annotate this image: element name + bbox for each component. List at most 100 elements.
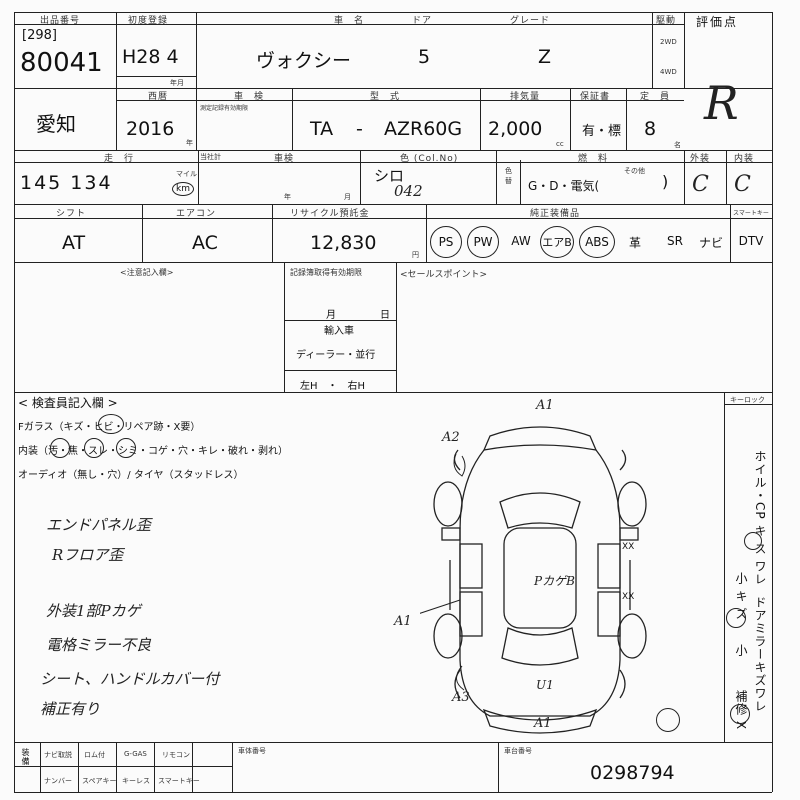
- drive-label: 駆動: [656, 16, 677, 26]
- warranty-value: 有・標: [582, 124, 622, 139]
- cap-value: 8: [644, 118, 657, 140]
- shift-label: シフト: [56, 209, 87, 219]
- equip-pw: PW: [467, 226, 499, 258]
- diag-bottom-left-mark: A3: [452, 690, 470, 705]
- name-label: 車 名: [334, 16, 365, 26]
- inspector-title: < 検査員記入欄 >: [18, 396, 118, 410]
- spare-wheel-icon: [656, 708, 680, 732]
- right-col-label: キーロック: [730, 396, 765, 404]
- diag-x-marks-2: XX: [622, 592, 635, 602]
- door-value: 5: [418, 46, 431, 68]
- footer-r1-c2: ロム付: [84, 751, 105, 759]
- recycle-value: 12,830: [310, 232, 377, 254]
- equip-dtv: DTV: [738, 234, 764, 248]
- hand-note-6: 補正有り: [40, 700, 101, 718]
- equip-navi: ナビ: [698, 236, 723, 250]
- footer-r2-c3: キーレス: [122, 777, 150, 785]
- model-value: AZR60G: [384, 118, 463, 140]
- lot-number: 80041: [20, 48, 103, 78]
- model-dash: -: [356, 118, 363, 140]
- equip-abs: ABS: [579, 226, 615, 258]
- record-day: 日: [380, 310, 390, 321]
- footer-side-label: 装備: [21, 748, 30, 766]
- shift-value: AT: [62, 232, 86, 254]
- diag-bottom-mark-2: A1: [534, 716, 552, 731]
- footer-car-label: 車体番号: [238, 747, 266, 755]
- lot-label: 出品番号: [40, 16, 81, 26]
- grade-value: Z: [538, 46, 552, 68]
- model-label: 型 式: [370, 92, 401, 102]
- equip-leather: 革: [628, 236, 641, 250]
- circle-mark-3: [84, 438, 104, 458]
- recycle-unit: 円: [412, 251, 419, 259]
- int-value: C: [734, 172, 751, 197]
- circle-mark-2: [50, 438, 70, 458]
- region: 愛知: [36, 112, 76, 136]
- cc-label: 排気量: [510, 92, 541, 102]
- shaken-sub: 測定記録有効期限: [200, 105, 249, 112]
- hand-note-4: 電格ミラー不良: [46, 636, 152, 654]
- diag-left-mark: A1: [394, 614, 412, 629]
- notes-label: <注意記入欄>: [120, 268, 174, 277]
- mileage-label: 走 行: [104, 154, 135, 164]
- car-diagram: [420, 426, 647, 734]
- cap-label: 定 員: [640, 92, 671, 102]
- cc-unit: cc: [556, 140, 564, 148]
- warranty-label: 保証書: [580, 92, 611, 102]
- import-label: 輸入車: [324, 326, 354, 337]
- color-value: シロ: [374, 167, 405, 185]
- mile-unit: マイル: [176, 170, 197, 178]
- footer-r1-c1: ナビ取説: [44, 751, 72, 759]
- equip-sr: SR: [667, 234, 683, 248]
- equip-label: 純正装備品: [530, 209, 581, 219]
- equip-airbag: エアB: [540, 226, 574, 258]
- footer-r2-c1: ナンバー: [44, 777, 72, 785]
- fuel-label: 燃 料: [578, 154, 609, 164]
- name-value: ヴォクシー: [256, 50, 352, 72]
- diag-front-mark: A2: [442, 430, 460, 445]
- circle-mark-1: [98, 414, 124, 434]
- recycle-label: リサイクル預託金: [290, 209, 370, 219]
- right-vertical-3: ドアミラーキズワレ: [753, 596, 767, 713]
- year-value: 2016: [126, 118, 175, 140]
- circle-mark-5: [744, 532, 762, 550]
- right-vertical-4: 小: [734, 644, 748, 657]
- ext-value: C: [692, 172, 709, 197]
- inspector-line3: オーディオ（無し・穴）/ タイヤ（スタッドレス）: [18, 470, 244, 481]
- int-label: 内装: [734, 154, 755, 164]
- footer-r2-c4: スマートキー: [158, 777, 200, 785]
- fuel-close: ): [662, 172, 669, 191]
- reg-value: H28 4: [122, 46, 179, 68]
- import-value: ディーラー・並行: [296, 350, 376, 361]
- diag-center-mark: PカゲB: [534, 574, 575, 588]
- footer-r1-c4: リモコン: [162, 751, 190, 759]
- shaken-year: 年: [284, 193, 291, 201]
- color-no: 042: [394, 182, 423, 200]
- km-unit: km: [172, 182, 194, 196]
- sales-label: <セールスポイント>: [400, 270, 488, 280]
- hand-note-3: 外装1部Pカゲ: [46, 602, 141, 620]
- equip-aw: AW: [511, 234, 531, 248]
- diag-x-marks: XX: [622, 542, 635, 552]
- door-label: ドア: [412, 16, 433, 26]
- inspector-line2: 内装（汚・焦・スレ・シミ・コゲ・穴・キレ・破れ・剥れ）: [18, 446, 288, 457]
- handle-value: 左H ・ 右H: [300, 381, 366, 392]
- circle-mark-6: [726, 608, 746, 628]
- hand-note-5: シート、ハンドルカバー付: [40, 670, 220, 688]
- ac-label: エアコン: [176, 209, 217, 219]
- right-vertical-1: ホイル・CP キ ス ワレ: [753, 450, 767, 587]
- record-label: 記録簿取得有効期限: [290, 268, 362, 277]
- mileage-note: 当社計: [200, 153, 221, 161]
- fuel-other: その他: [624, 167, 645, 175]
- mileage-value: 145 134: [20, 172, 113, 194]
- footer-r2-c2: スペアキー: [82, 777, 117, 785]
- circle-mark-4: [116, 438, 136, 458]
- equip-ps: PS: [430, 226, 462, 258]
- drive-4wd: 4WD: [660, 68, 677, 76]
- color-label: 色 (Col.No): [400, 154, 459, 164]
- drive-2wd: 2WD: [660, 38, 677, 46]
- score-value: R: [704, 76, 739, 130]
- lot-bracket: [298]: [22, 28, 57, 43]
- reg-month-label: 年月: [170, 79, 184, 87]
- year-unit: 年: [186, 139, 193, 147]
